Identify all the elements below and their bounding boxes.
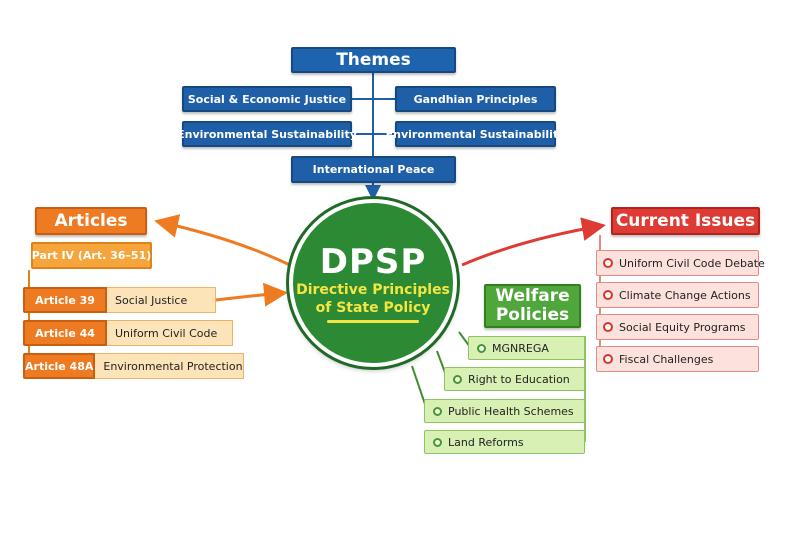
bullet-icon — [477, 343, 486, 353]
issue-item: Fiscal Challenges — [596, 346, 759, 372]
welfare-policies-title: Welfare Policies — [484, 284, 581, 328]
article-tag: Article 48A — [23, 353, 96, 379]
theme-international-peace: International Peace — [291, 156, 456, 183]
issue-label: Climate Change Actions — [619, 288, 751, 302]
policy-item: MGNREGA — [468, 336, 585, 360]
issue-label: Uniform Civil Code Debate — [619, 256, 765, 270]
bullet-icon — [433, 437, 442, 447]
article-tag: Article 44 — [23, 320, 107, 346]
center-underline — [327, 320, 419, 323]
policy-label: Right to Education — [468, 372, 570, 386]
welfare-title-line1: Welfare — [495, 286, 570, 306]
theme-environmental-sustainability-left: Environmental Sustainability — [177, 121, 357, 147]
articles-part-iv: Part IV (Art. 36–51) — [31, 242, 152, 269]
article-row-48a: Article 48A Environmental Protection — [23, 353, 244, 379]
policy-item: Public Health Schemes — [424, 399, 585, 423]
bullet-icon — [603, 258, 613, 268]
articles-title: Articles — [35, 207, 147, 235]
policy-label: Land Reforms — [448, 435, 524, 449]
welfare-title-line2: Policies — [495, 305, 570, 325]
bullet-icon — [453, 374, 462, 384]
center-dpsp-circle: DPSP Directive Principles of State Polic… — [289, 199, 457, 367]
theme-environmental-sustainability-right: Environmental Sustainability — [386, 121, 565, 147]
bullet-icon — [603, 354, 613, 364]
policy-item: Land Reforms — [424, 430, 585, 454]
issue-label: Fiscal Challenges — [619, 352, 714, 366]
center-subtitle-line1: Directive Principles — [296, 282, 450, 298]
theme-gandhian-principles: Gandhian Principles — [395, 86, 556, 112]
article-tag: Article 39 — [23, 287, 107, 313]
center-title: DPSP — [319, 242, 427, 282]
issue-item: Climate Change Actions — [596, 282, 759, 308]
theme-social-economic-justice: Social & Economic Justice — [182, 86, 352, 112]
article-desc: Social Justice — [107, 287, 216, 313]
current-issues-title: Current Issues — [611, 207, 760, 235]
issue-label: Social Equity Programs — [619, 320, 746, 334]
article-desc: Uniform Civil Code — [107, 320, 233, 346]
themes-title: Themes — [291, 47, 456, 73]
article-row-44: Article 44 Uniform Civil Code — [23, 320, 233, 346]
policy-label: MGNREGA — [492, 341, 549, 355]
bullet-icon — [433, 406, 442, 416]
article-desc: Environmental Protection — [95, 353, 244, 379]
policy-label: Public Health Schemes — [448, 404, 574, 418]
bullet-icon — [603, 290, 613, 300]
center-subtitle-line2: of State Policy — [315, 300, 431, 316]
article-row-39: Article 39 Social Justice — [23, 287, 216, 313]
policy-item: Right to Education — [444, 367, 585, 391]
issue-item: Uniform Civil Code Debate — [596, 250, 765, 276]
bullet-icon — [603, 322, 613, 332]
issue-item: Social Equity Programs — [596, 314, 759, 340]
